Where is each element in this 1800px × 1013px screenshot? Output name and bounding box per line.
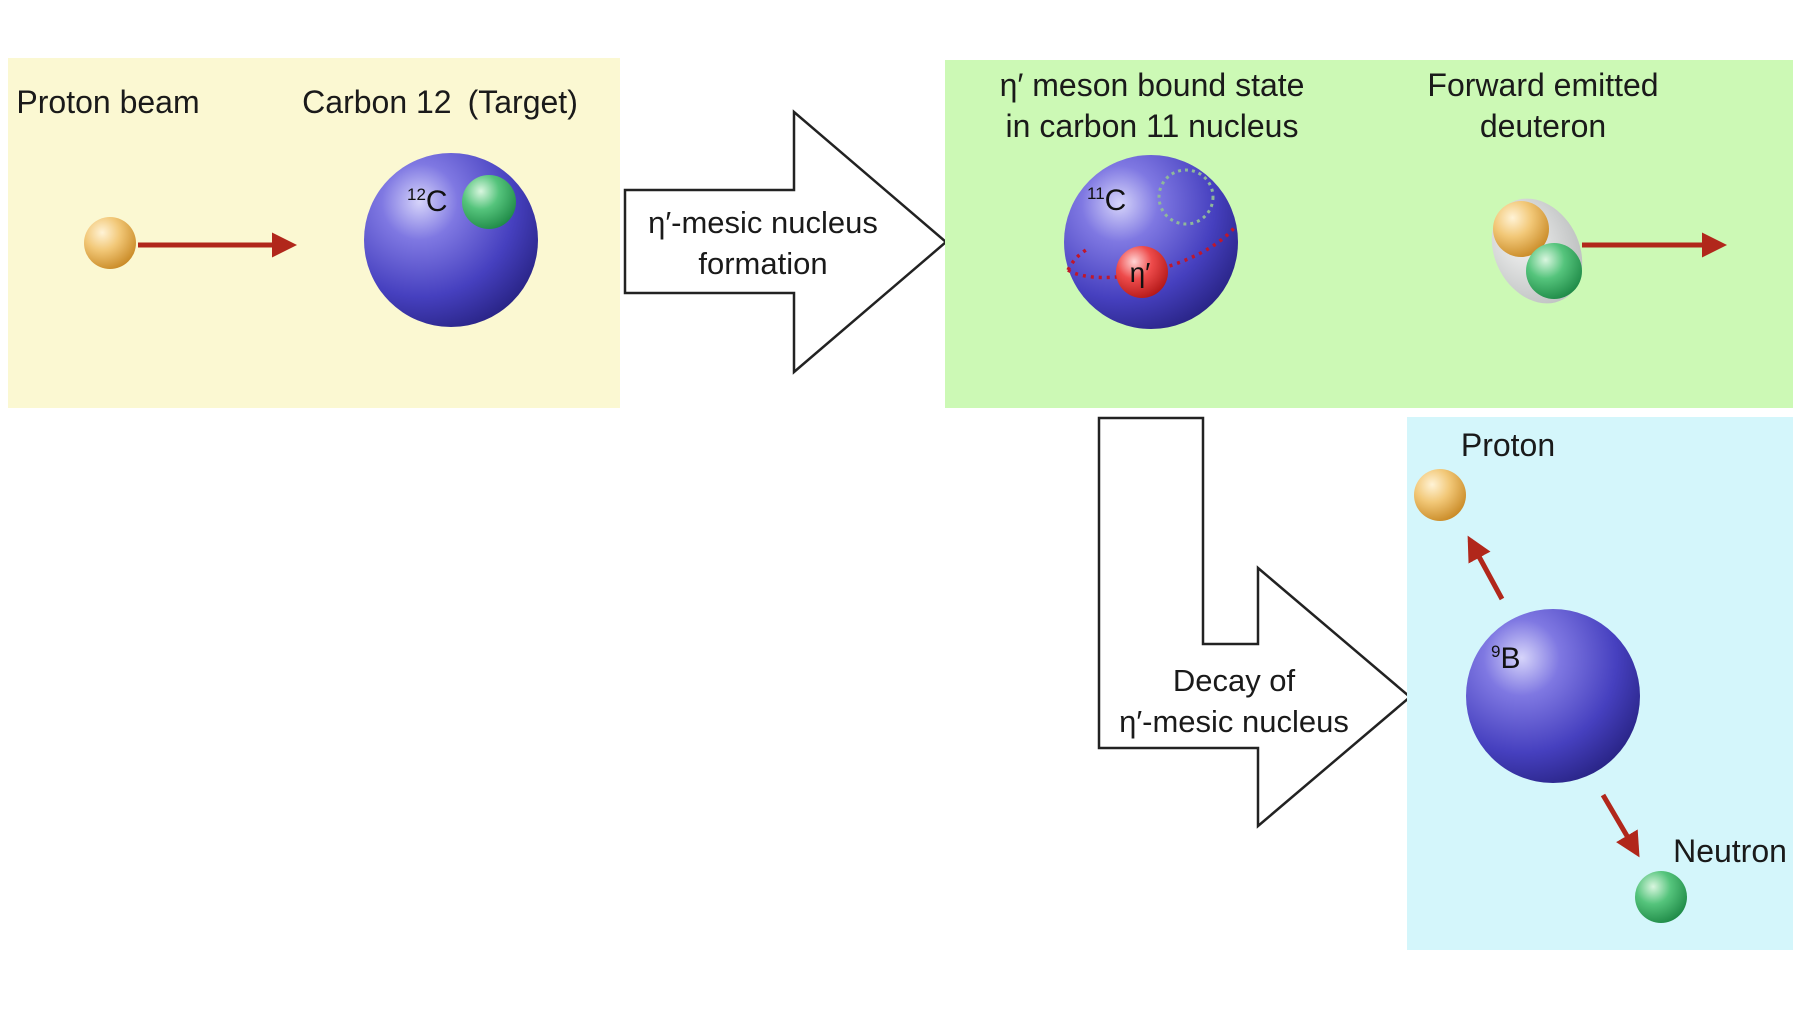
formation-block-arrow <box>623 109 948 375</box>
beam-proton-icon <box>84 217 136 269</box>
deuteron-neutron-icon <box>1526 243 1582 299</box>
deuteron-proton-icon <box>1493 201 1549 257</box>
formation-arrow-line1: η′-mesic nucleus <box>648 205 878 240</box>
carbon-11-nucleus-icon <box>1064 155 1238 329</box>
decay-neutron-icon <box>1635 871 1687 923</box>
eta-prime-meson-label: η′ <box>1130 257 1151 288</box>
boron-9-symbol: 9B <box>1491 642 1520 675</box>
decay-proton-label: Proton <box>1461 427 1555 463</box>
decay-arrow-line2: η′-mesic nucleus <box>1119 704 1349 739</box>
carbon-12-target-label: Carbon 12 (Target) <box>302 84 578 120</box>
formation-arrow-line2: formation <box>698 246 827 281</box>
eta-prime-meson-icon <box>1116 246 1168 298</box>
bound-state-label-line1: η′ meson bound state <box>1000 67 1305 103</box>
carbon-12-symbol: 12C <box>407 185 448 218</box>
deuteron-label-line2: deuteron <box>1480 108 1606 144</box>
deuteron-label-line1: Forward emitted <box>1427 67 1658 103</box>
vacancy-dotted-icon <box>1157 168 1215 226</box>
carbon-12-nucleus-icon <box>364 153 538 327</box>
carbon-11-symbol: 11C <box>1087 184 1126 217</box>
decay-proton-icon <box>1414 469 1466 521</box>
proton-emission-arrow <box>1467 535 1505 601</box>
bound-state-label-line2: in carbon 11 nucleus <box>1006 108 1299 144</box>
proton-beam-label: Proton beam <box>16 84 199 120</box>
decay-arrow-line1: Decay of <box>1173 663 1296 698</box>
neutron-emission-arrow <box>1600 793 1640 858</box>
target-neutron-icon <box>462 175 516 229</box>
decay-neutron-label: Neutron <box>1673 833 1787 869</box>
decay-block-arrow <box>1097 416 1412 829</box>
meson-orbit-dotted-path-left <box>1066 248 1087 271</box>
boron-9-nucleus-icon <box>1466 609 1640 783</box>
